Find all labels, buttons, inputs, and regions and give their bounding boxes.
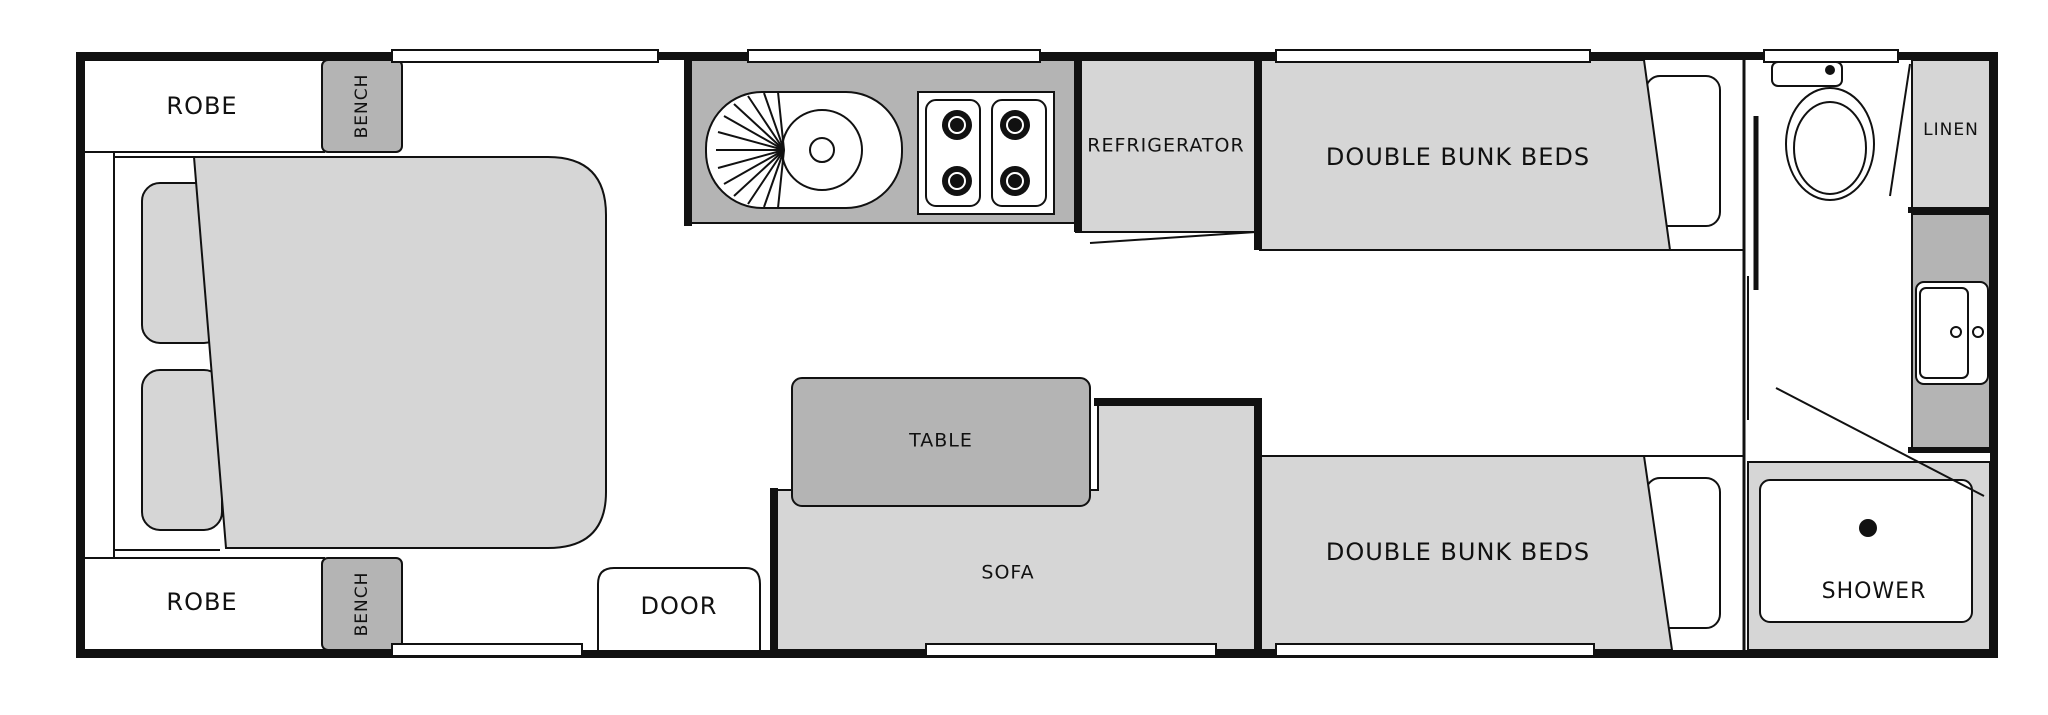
sink-icon — [705, 91, 903, 209]
robe-bottom: ROBE — [83, 557, 325, 651]
dinette-table: TABLE — [791, 377, 1091, 507]
window — [391, 643, 583, 657]
window — [1275, 49, 1591, 63]
window — [1275, 643, 1595, 657]
mattress — [192, 156, 607, 549]
table-label: TABLE — [908, 430, 973, 452]
entry-door: DOOR — [597, 567, 761, 650]
refrigerator: REFRIGERATOR — [1075, 59, 1257, 244]
interior-partitions — [684, 60, 1992, 650]
sofa-label: SOFA — [981, 562, 1034, 584]
toilet-icon — [1771, 61, 1875, 201]
window — [1763, 49, 1899, 63]
shower-drain-icon — [1859, 519, 1877, 537]
bunk-top-label: DOUBLE BUNK BEDS — [1326, 143, 1590, 171]
bunk-bottom-label: DOUBLE BUNK BEDS — [1326, 538, 1590, 566]
bunk-bottom: DOUBLE BUNK BEDS — [1259, 455, 1744, 651]
robe-top: ROBE — [83, 59, 325, 153]
refrigerator-label: REFRIGERATOR — [1087, 135, 1244, 157]
windows — [391, 49, 1899, 657]
bench-top: BENCH — [321, 59, 403, 153]
linen-cupboard: LINEN — [1911, 59, 1991, 211]
queen-bed — [83, 151, 607, 559]
window — [747, 49, 1041, 63]
shower: SHOWER — [1747, 461, 1991, 651]
door-label: DOOR — [641, 592, 718, 620]
pillow-2 — [141, 369, 223, 531]
window — [925, 643, 1217, 657]
vanity — [1911, 213, 1991, 449]
bunk-top: DOUBLE BUNK BEDS — [1259, 59, 1744, 251]
kitchen-bench — [689, 59, 1077, 224]
bench-top-label: BENCH — [352, 74, 372, 139]
bench-bottom: BENCH — [321, 557, 403, 651]
bench-bottom-label: BENCH — [352, 572, 372, 637]
linen-label: LINEN — [1923, 120, 1979, 140]
robe-bottom-label: ROBE — [166, 588, 237, 616]
shower-label: SHOWER — [1822, 579, 1927, 604]
robe-top-label: ROBE — [166, 92, 237, 120]
cooktop-icon — [917, 91, 1055, 215]
window — [391, 49, 659, 63]
